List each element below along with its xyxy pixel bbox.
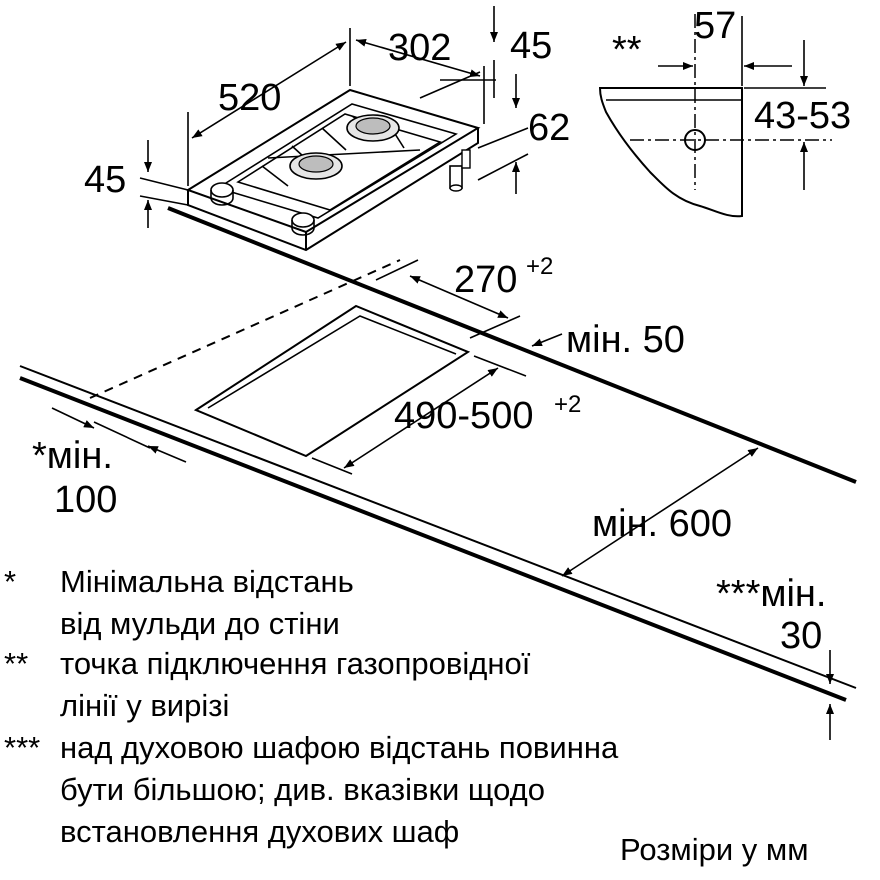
note-marker: * bbox=[4, 564, 16, 599]
dim-wall-marker: *мін. bbox=[32, 435, 113, 477]
dim-gas-height: 43-53 bbox=[754, 95, 851, 137]
note-line: лінії у вирізі bbox=[60, 688, 229, 723]
dim-cutout-depth-tolerance: +2 bbox=[554, 391, 581, 418]
cutout bbox=[193, 304, 471, 458]
note-line: бути більшою; див. вказівки щодо bbox=[60, 772, 545, 807]
footnotes: * Мінімальна відстань від мульди до стін… bbox=[4, 564, 619, 849]
burner-rear bbox=[346, 114, 400, 142]
dim-worktop-depth: мін. 600 bbox=[592, 503, 732, 545]
knob-icon bbox=[291, 212, 315, 228]
note-line: над духовою шафою відстань повинна bbox=[60, 730, 619, 765]
gas-marker: ** bbox=[612, 29, 642, 71]
dim-burner-offset: 45 bbox=[510, 25, 552, 67]
dim-oven-marker: ***мін. bbox=[716, 573, 826, 615]
note-line: Мінімальна відстань bbox=[60, 564, 354, 599]
hob-drawing bbox=[139, 6, 529, 252]
dim-width: 302 bbox=[388, 27, 451, 69]
burner-front bbox=[289, 152, 343, 180]
note-line: точка підключення газопровідної bbox=[60, 646, 531, 681]
dim-oven-value: 30 bbox=[780, 615, 822, 657]
units-caption: Розміри у мм bbox=[620, 832, 809, 867]
knob-icon bbox=[210, 182, 234, 198]
dim-cutout-depth: 490-500 bbox=[394, 395, 533, 437]
note-line: встановлення духових шаф bbox=[60, 814, 459, 849]
dim-gas-side: 57 bbox=[694, 5, 736, 47]
gas-connection-detail bbox=[598, 14, 832, 218]
dim-cutout-width-tolerance: +2 bbox=[526, 253, 553, 280]
dim-height: 62 bbox=[528, 107, 570, 149]
dim-wall-value: 100 bbox=[54, 479, 117, 521]
worktop-drawing bbox=[19, 206, 857, 740]
note-marker: *** bbox=[4, 730, 40, 765]
dim-rear-clearance: мін. 50 bbox=[566, 319, 685, 361]
note-marker: ** bbox=[4, 646, 28, 681]
dim-cutout-width: 270 bbox=[454, 259, 517, 301]
dim-front-offset: 45 bbox=[84, 159, 126, 201]
gas-connector bbox=[449, 149, 471, 192]
note-line: від мульди до стіни bbox=[60, 606, 340, 641]
dim-depth: 520 bbox=[218, 77, 281, 119]
